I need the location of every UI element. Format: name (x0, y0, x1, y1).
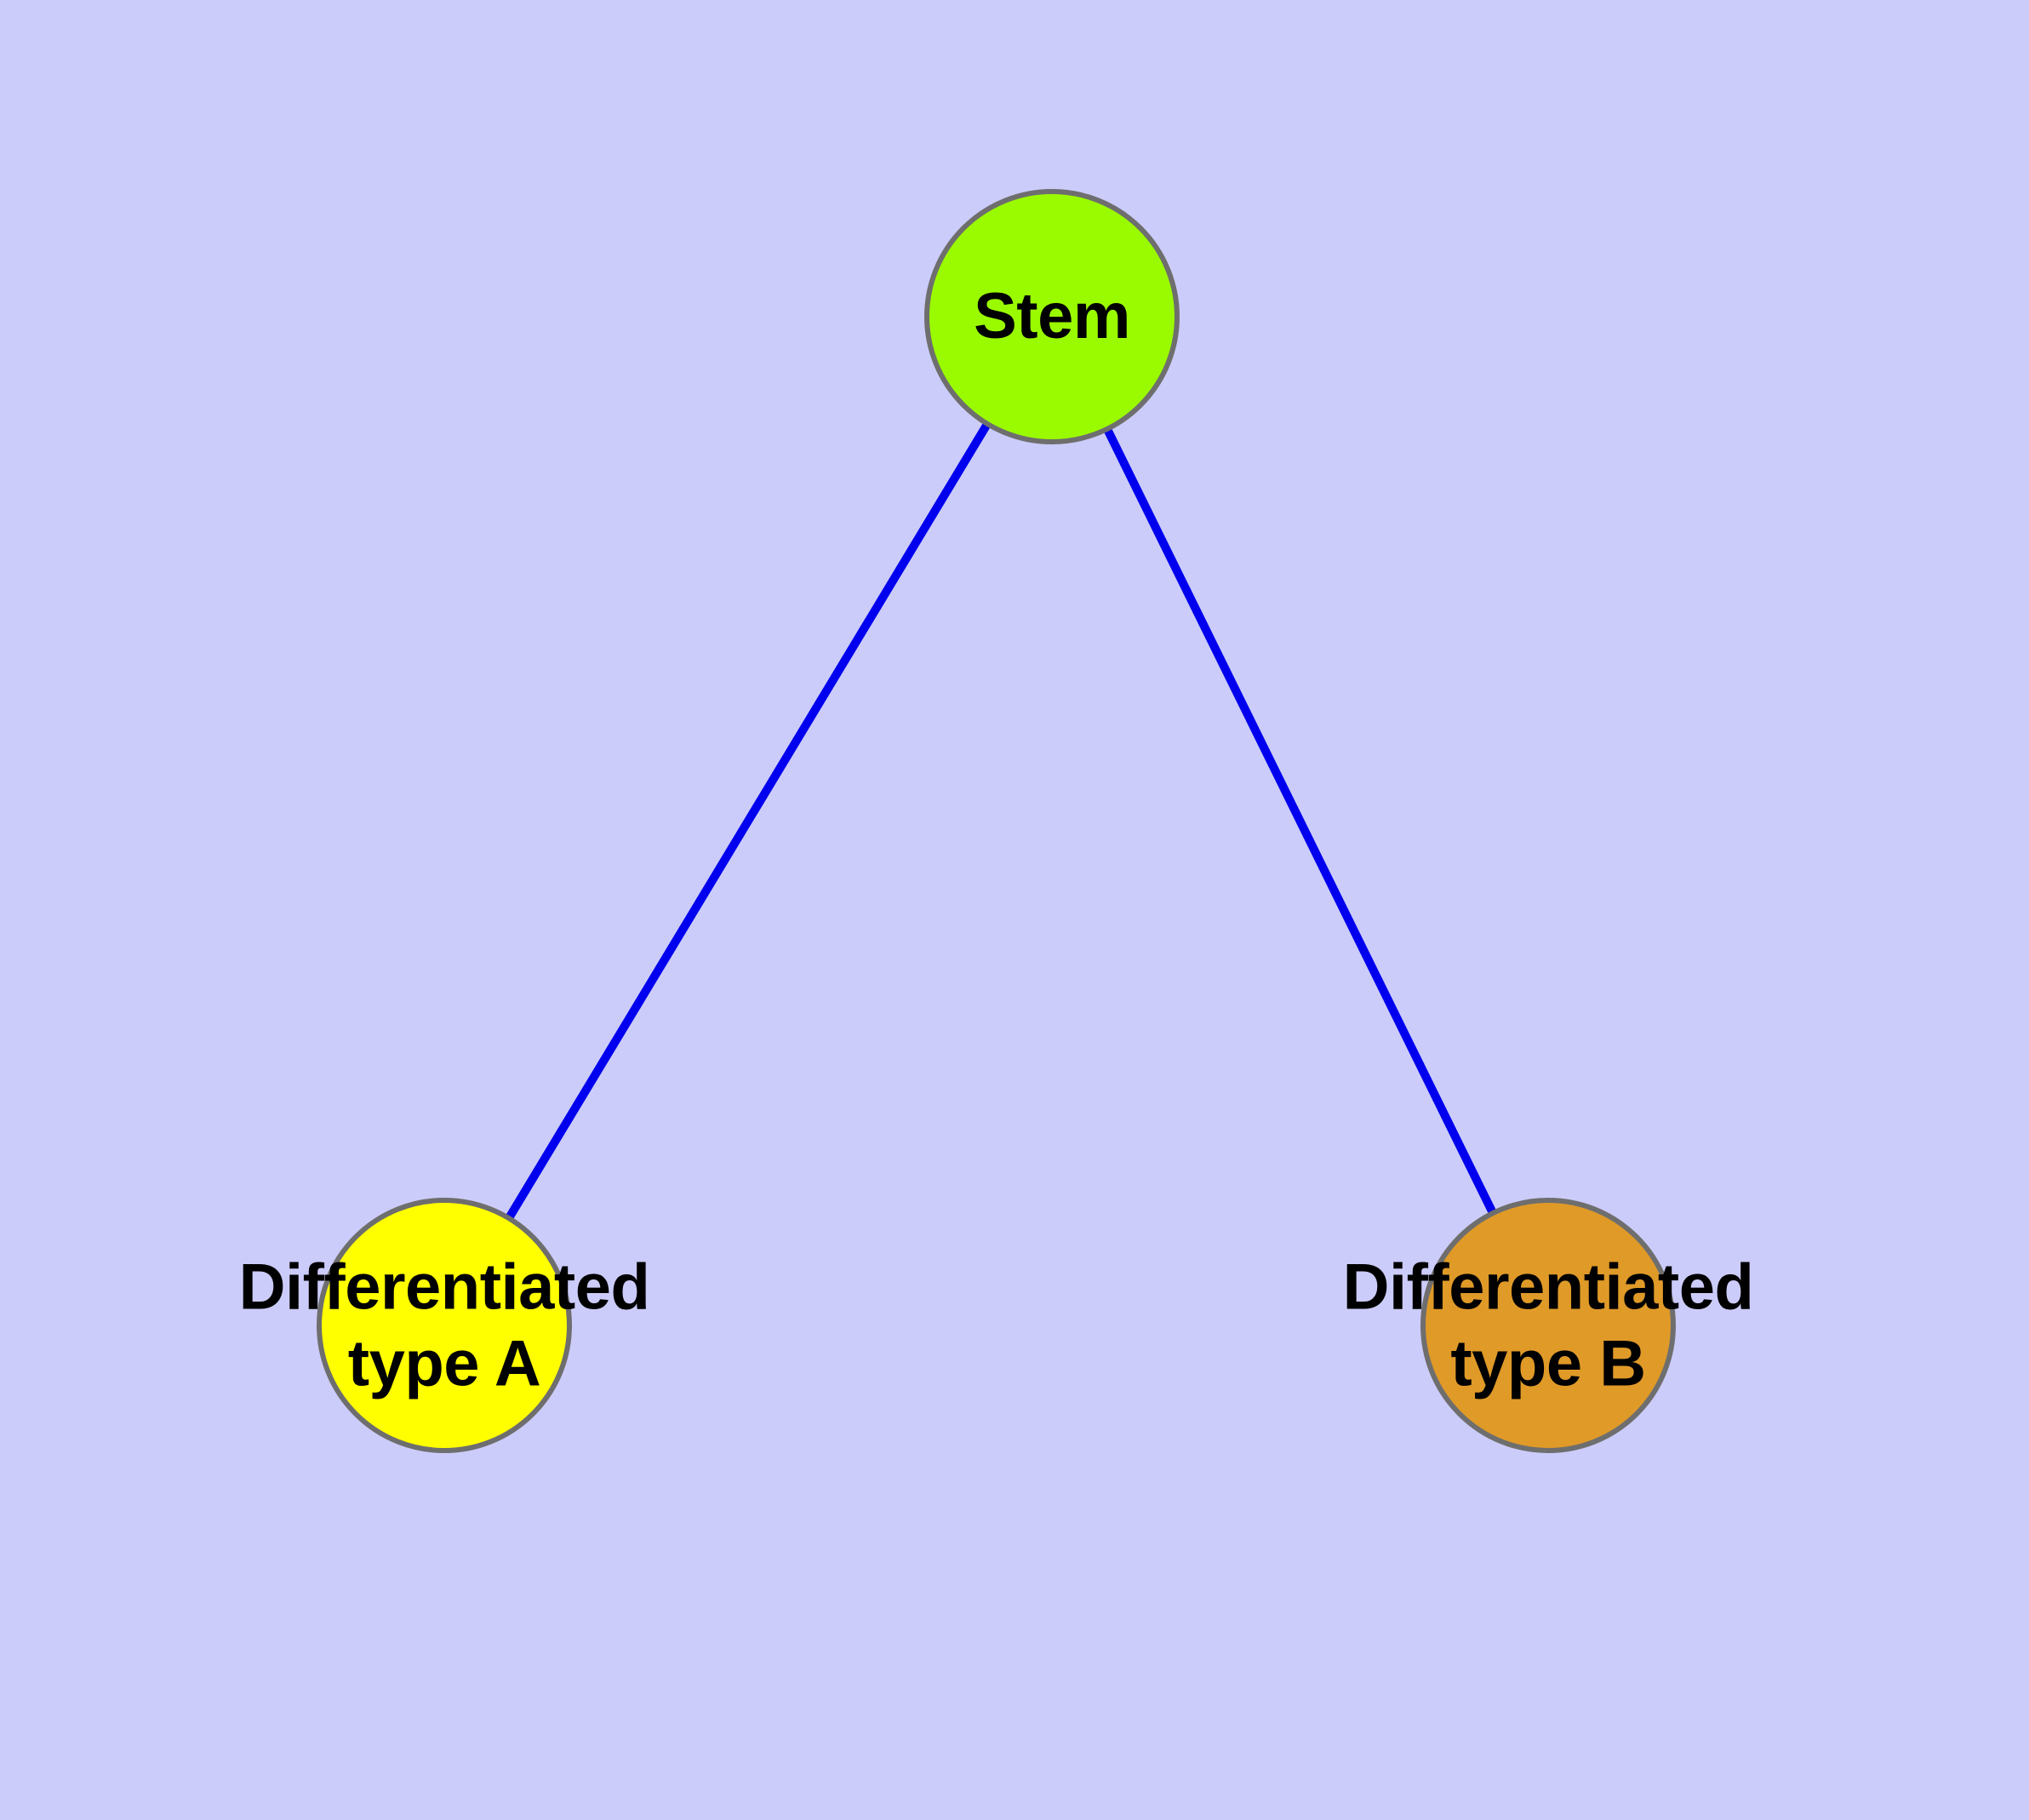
edge-stem-to-differentiated-type-b (1048, 314, 1552, 1328)
node-stem[interactable] (924, 189, 1180, 444)
node-layer (317, 189, 1676, 1453)
node-differentiated-type-b[interactable] (1420, 1198, 1676, 1453)
edge-layer (440, 314, 1552, 1328)
edge-stem-to-differentiated-type-a (440, 314, 1056, 1328)
node-differentiated-type-a[interactable] (317, 1198, 572, 1453)
